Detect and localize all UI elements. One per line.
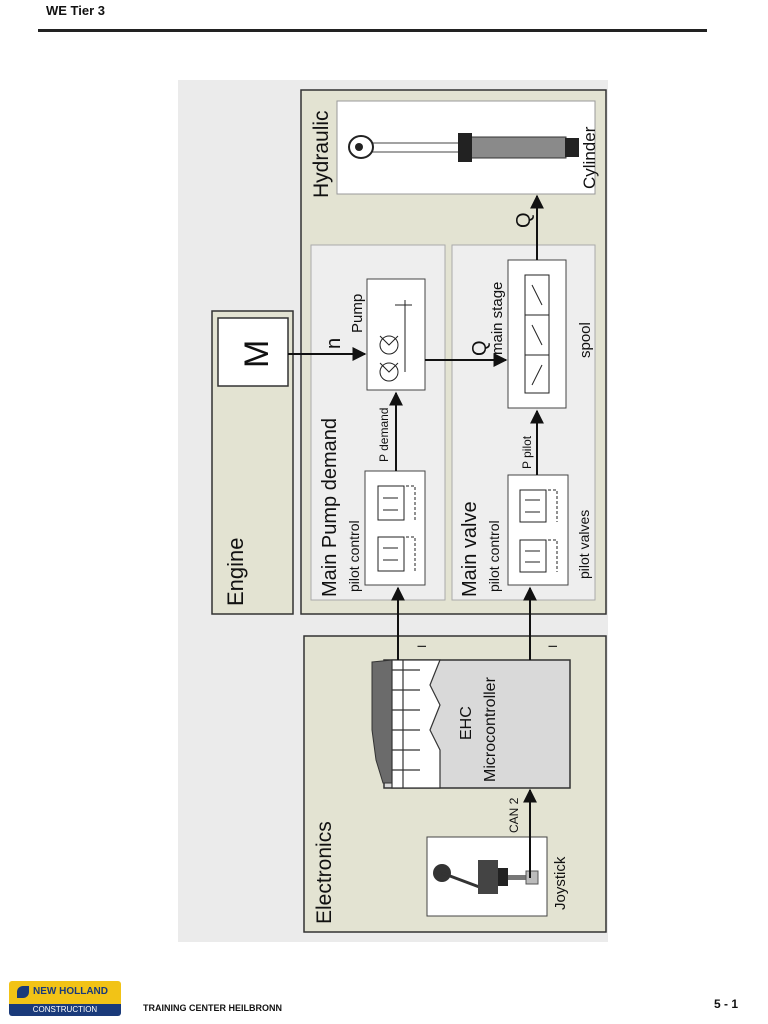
can-label: CAN 2 (507, 797, 521, 833)
cylinder-box: Cylinder (336, 100, 599, 195)
motor-label: M (238, 340, 276, 368)
pump-demand-group: Main Pump demand pilot control P demand … (310, 244, 446, 601)
pump-group-sub: pilot control (346, 520, 362, 592)
spool-label: spool (577, 322, 594, 358)
i-mark-pump: I (415, 645, 429, 648)
header-rule (38, 29, 707, 32)
engine-title: Engine (223, 537, 248, 606)
electronics-panel: Electronics EHC Microcontroller CAN 2 Jo… (303, 635, 607, 933)
hydraulic-title: Hydraulic (310, 110, 333, 198)
p-pilot-label: P pilot (520, 435, 534, 469)
footer-center-text: TRAINING CENTER HEILBRONN (143, 1003, 282, 1013)
q-label-pump: Q (469, 340, 491, 356)
joystick-box (426, 836, 548, 917)
flow-arrows (288, 194, 544, 878)
pump-group-title: Main Pump demand (319, 418, 341, 597)
logo-brand: NEW HOLLAND (33, 986, 108, 997)
ehc-label-line1: EHC (458, 706, 475, 740)
logo-sub: CONSTRUCTION (32, 1005, 98, 1014)
engine-panel: Engine M (211, 310, 294, 615)
main-valve-group: Main valve pilot control pilot valves P … (451, 244, 596, 601)
cylinder-label: Cylinder (580, 126, 599, 189)
page-number: 5 - 1 (714, 997, 739, 1011)
q-label-cylinder: Q (513, 212, 535, 228)
valve-pilot-valves-box (507, 474, 569, 586)
valve-group-title: Main valve (459, 501, 481, 597)
ehc-label-line2: Microcontroller (482, 676, 499, 782)
pump-label: Pump (349, 294, 366, 333)
motor-box (217, 317, 289, 387)
cylinder-icon (348, 133, 579, 162)
pump-pilot-valves-box (364, 470, 426, 586)
i-mark-valve: I (546, 645, 560, 648)
main-stage-label: main stage (489, 282, 506, 355)
ehc-microcontroller (371, 659, 571, 789)
slide-title: WE Tier 3 (46, 3, 106, 18)
n-label: n (323, 338, 345, 349)
spool-box (507, 259, 567, 409)
pilot-valves-label: pilot valves (576, 510, 592, 579)
p-demand-label: P demand (377, 408, 391, 463)
valve-group-sub: pilot control (486, 520, 502, 592)
joystick-label: Joystick (552, 856, 569, 910)
leaf-icon (17, 986, 29, 998)
new-holland-logo: NEW HOLLAND CONSTRUCTION (9, 981, 121, 1016)
electronics-title: Electronics (313, 821, 336, 924)
pump-symbol-box (366, 278, 426, 391)
